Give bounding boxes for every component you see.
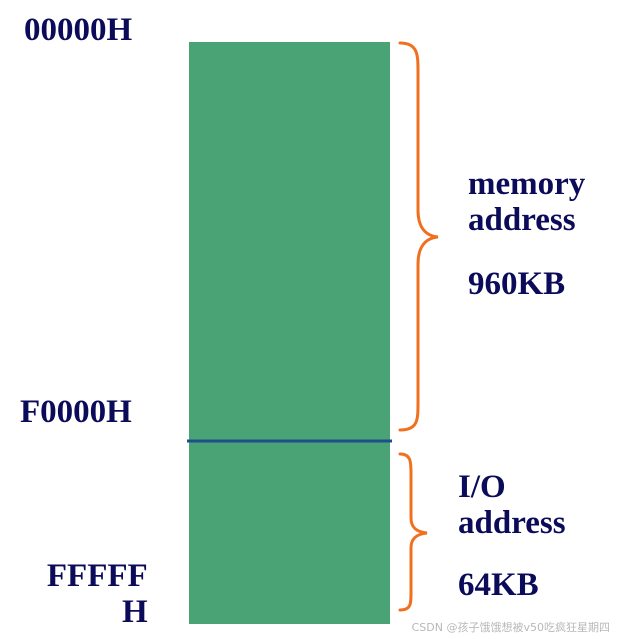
io-address-block [189,441,390,624]
address-end-label: FFFFF H [34,558,148,630]
memory-size-label: 960KB [468,266,566,302]
csdn-watermark: CSDN @孩子饿饿想被v50吃疯狂星期四 [411,621,610,634]
memory-brace [398,41,439,432]
address-start-label: 00000H [24,12,133,48]
memory-label-line2: address [468,202,576,238]
io-size-label: 64KB [458,567,539,603]
address-end-line1: FFFFF [46,558,148,594]
memory-address-block [189,42,390,441]
io-label-line2: address [458,505,566,541]
io-label-line1: I/O [458,469,506,505]
memory-region-label: memory address [468,166,585,238]
io-brace [398,452,428,612]
memory-label-line1: memory [468,166,586,202]
address-end-line2: H [122,594,148,630]
address-split-label: F0000H [20,394,132,430]
io-region-label: I/O address [458,469,566,541]
